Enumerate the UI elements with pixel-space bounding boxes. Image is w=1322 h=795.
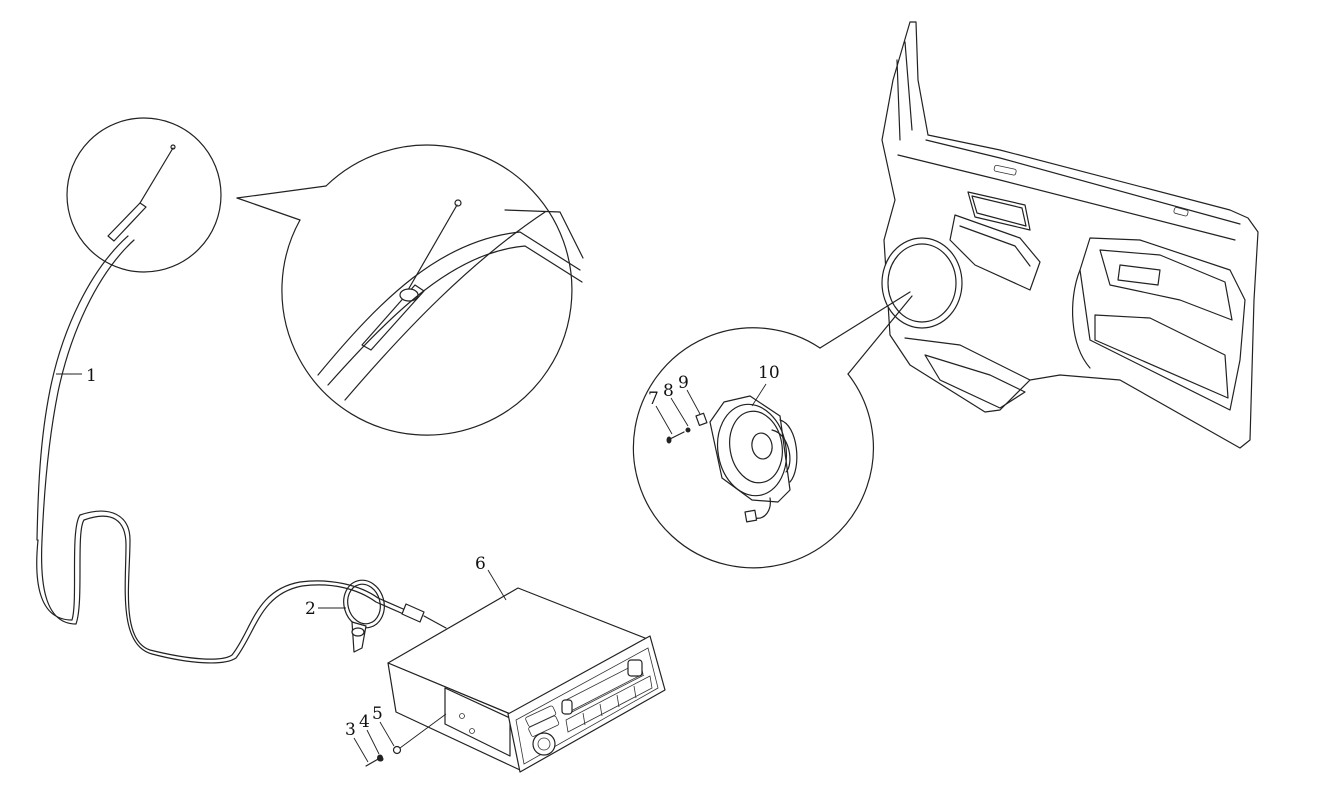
callout-labels: 1 2 3 4 5 6 7 8 9 10 (86, 363, 780, 740)
callout-leaders (56, 373, 767, 763)
callout-3: 3 (345, 720, 356, 740)
radio-unit (387, 587, 666, 773)
antenna-cable (36, 510, 411, 660)
callout-2: 2 (305, 599, 316, 619)
antenna-cable-strip (36, 235, 129, 541)
callout-8: 8 (663, 381, 674, 401)
speaker-unit (709, 395, 798, 523)
speaker-detail-magnified (632, 291, 913, 569)
cable-clamp (343, 579, 385, 653)
callout-6: 6 (475, 554, 486, 574)
callout-1: 1 (86, 366, 97, 386)
antenna-detail-circle-small (66, 117, 222, 273)
screw-set-radio (365, 713, 447, 767)
screw-set-speaker (666, 412, 708, 444)
callout-5: 5 (372, 704, 383, 724)
callout-4: 4 (359, 712, 370, 732)
door-trim-panel (881, 21, 1259, 449)
callout-7: 7 (648, 389, 659, 409)
antenna-detail-magnified (236, 144, 584, 436)
callout-9: 9 (678, 373, 689, 393)
callout-10: 10 (758, 363, 780, 383)
antenna-assembly (36, 117, 447, 664)
